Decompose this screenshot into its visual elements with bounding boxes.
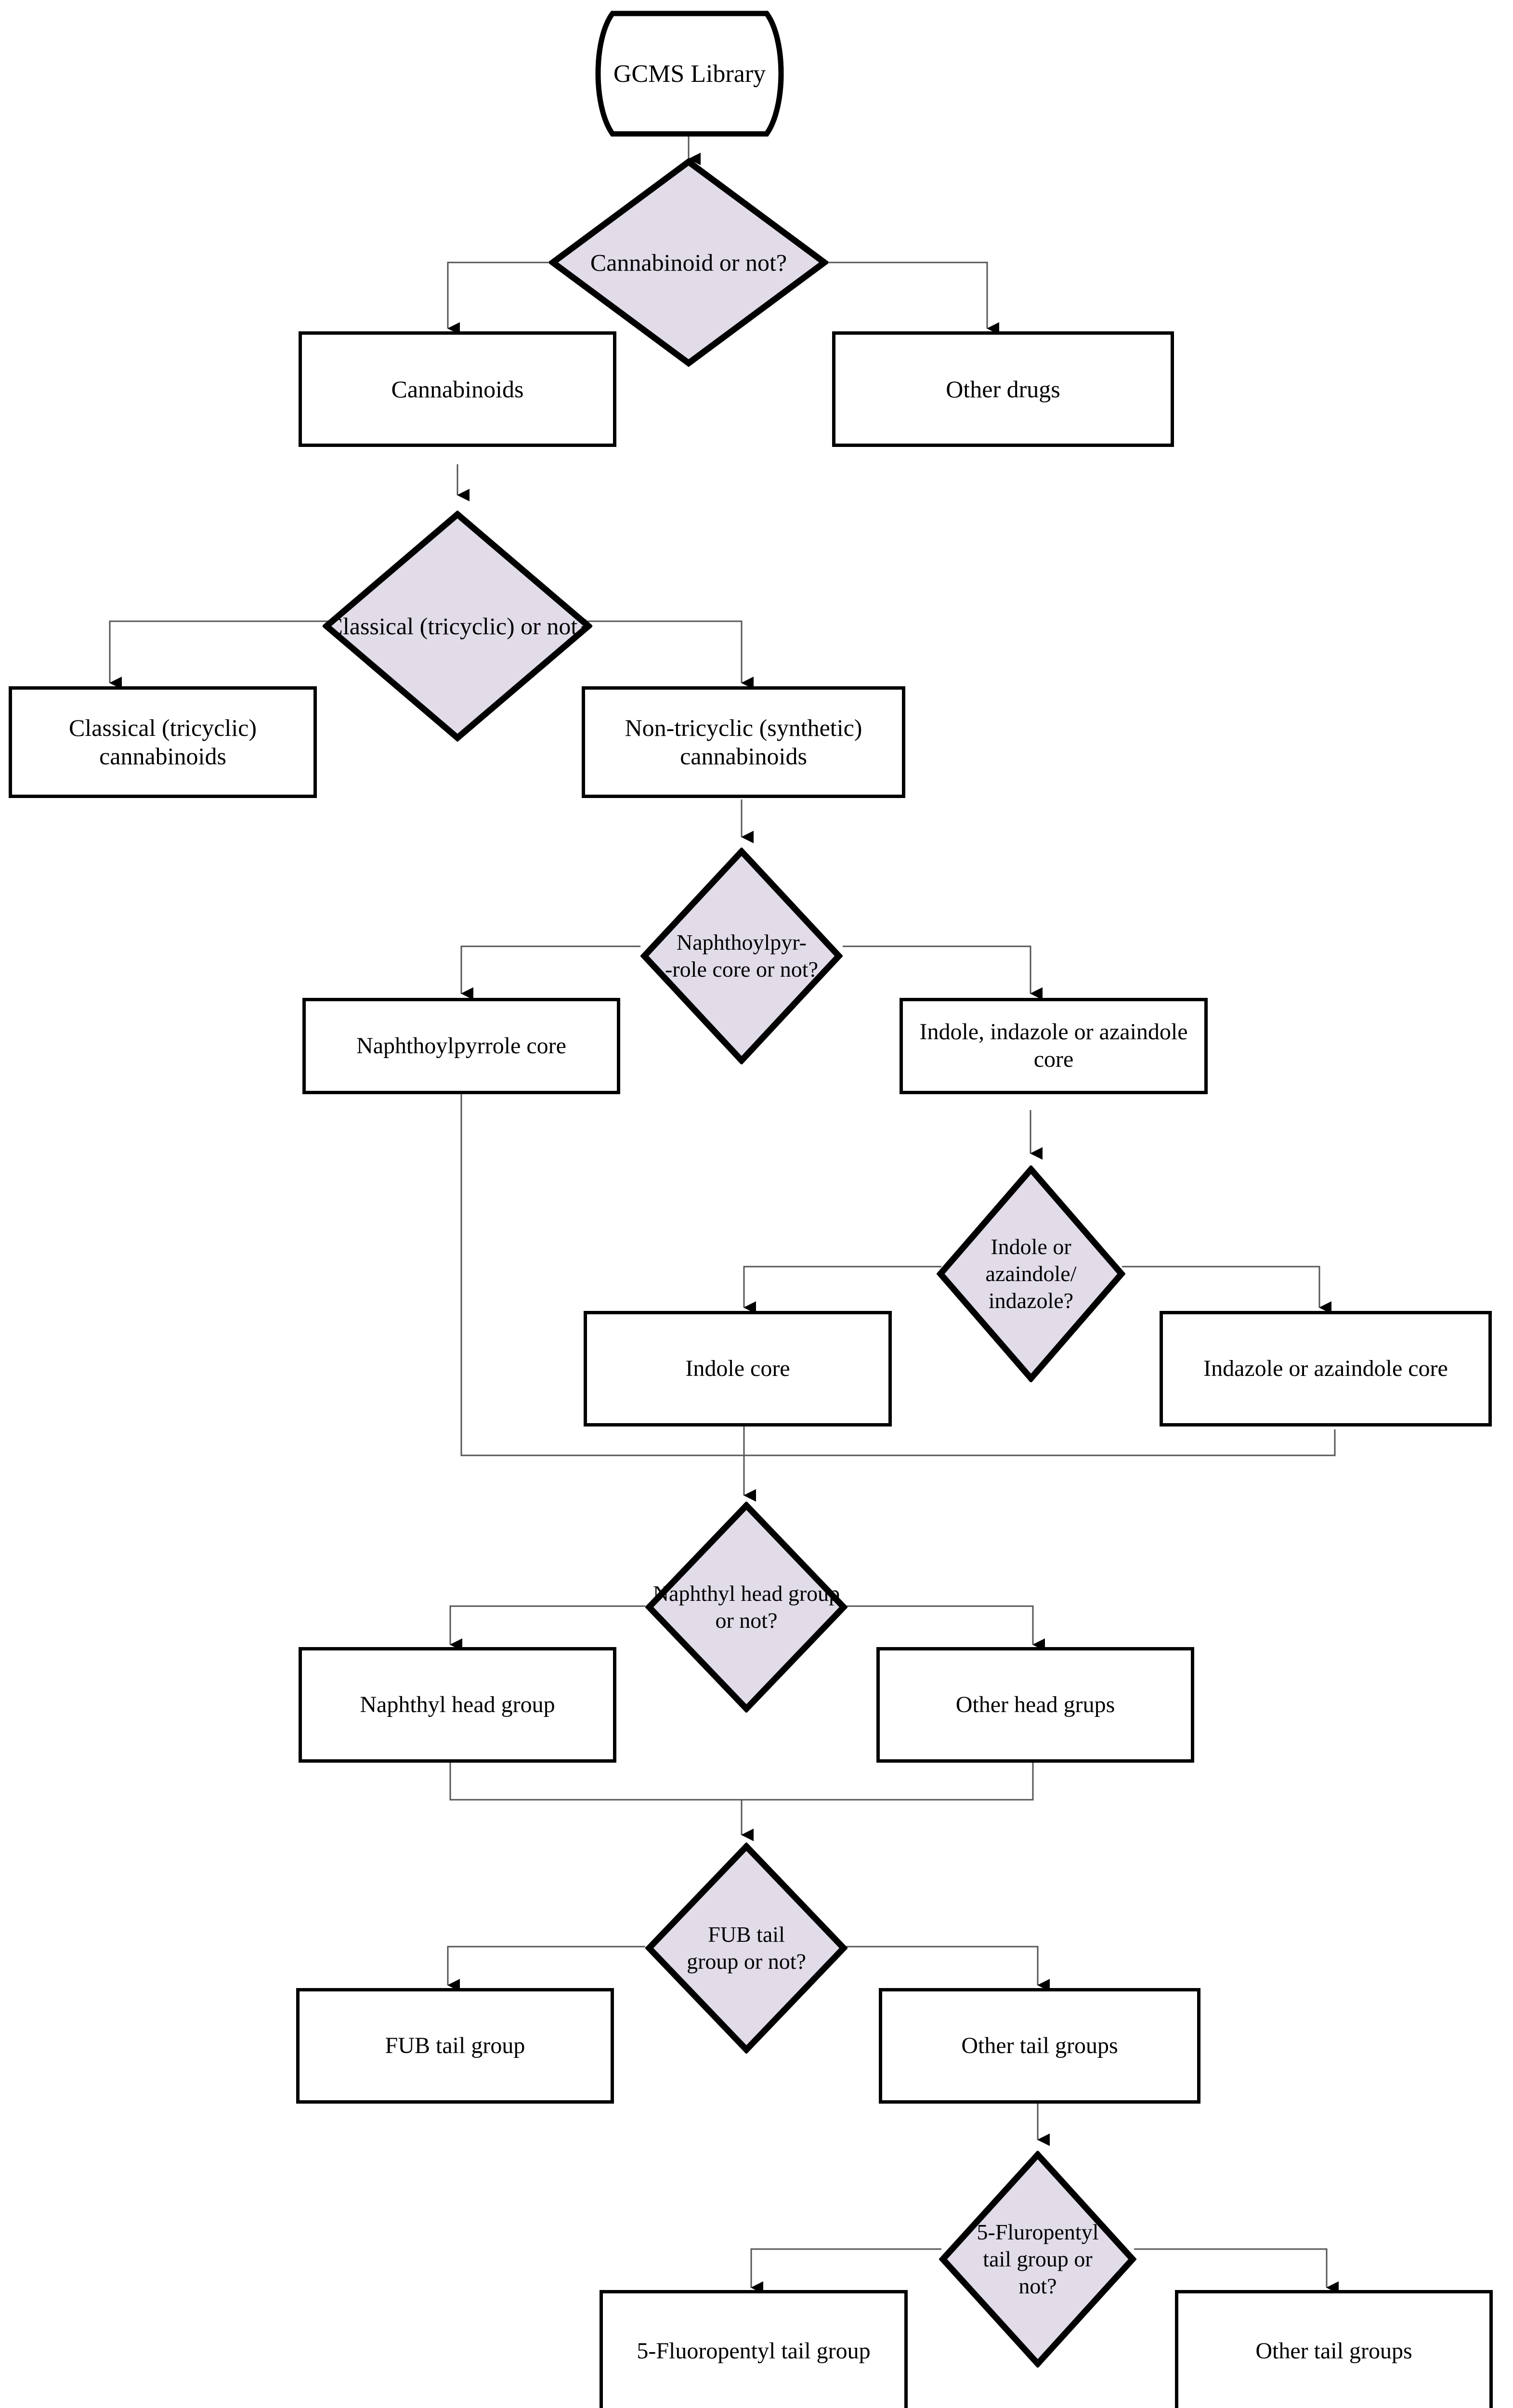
node-label: Naphthoylpyrrole core (356, 1033, 566, 1059)
edge-d5-naphthylhead (449, 1605, 645, 1651)
node-label: Cannabinoid or not? (590, 249, 787, 276)
node-label-line1: Naphthoylpyr- (677, 929, 807, 955)
node-label: FUB tail group or not? (645, 1921, 848, 1975)
node-decision-naphthoylpyrrole-core-or-not: Naphthoylpyr- -role core or not? (640, 848, 843, 1064)
node-label-line2: tail group or (983, 2246, 1093, 2271)
node-label: Indole, indazole or azaindole core (919, 1019, 1188, 1072)
diamond-shape (323, 510, 592, 742)
node-classical-tricyclic-cannabinoids: Classical (tricyclic) cannabinoids (9, 686, 317, 798)
node-label: Classical (tricyclic) cannabinoids (68, 714, 257, 770)
node-other-tail-groups-1: Other tail groups (879, 1988, 1200, 2104)
edge-d2-nontricyclic (559, 620, 754, 689)
diamond-shape (549, 158, 828, 367)
node-naphthyl-head-group: Naphthyl head group (299, 1647, 616, 1763)
edge-merge-bar-level4 (449, 1763, 1034, 1801)
node-label: Non-tricyclic (synthetic) cannabinoids (625, 714, 862, 770)
node-decision-indole-or-azaindole-indazole: Indole or azaindole/ indazole? (937, 1165, 1125, 1382)
node-label: Cannabinoids (391, 375, 524, 403)
diamond-shape (640, 848, 843, 1064)
node-label: Classical (tricyclic) or not? (326, 612, 588, 640)
node-label: Other head grups (955, 1691, 1115, 1717)
node-fub-tail-group: FUB tail group (296, 1988, 614, 2104)
node-label: Other drugs (946, 375, 1060, 403)
diamond-shape (645, 1502, 848, 1713)
node-label: 5-Fluoropentyl tail group (637, 2338, 871, 2364)
edge-d4-indolecore (743, 1266, 941, 1314)
node-other-drugs: Other drugs (832, 331, 1174, 447)
node-label-line1: 5-Fluropentyl (977, 2219, 1099, 2244)
node-decision-naphthyl-head-group-or-not: Naphthyl head group or not? (645, 1502, 848, 1713)
node-label-line1: Indole or (991, 1234, 1071, 1259)
node-5-fluoropentyl-tail-group: 5-Fluoropentyl tail group (600, 2290, 908, 2408)
edge-d6-othertail1 (845, 1946, 1050, 1991)
edge-d6-fubtail (447, 1946, 645, 1991)
node-label-line2: group or not? (687, 1949, 806, 1974)
edge-d4-indazolecore (1122, 1266, 1331, 1314)
node-decision-classical-tricyclic-or-not: Classical (tricyclic) or not? (323, 510, 592, 742)
edge-d7-othertail2 (1134, 2248, 1339, 2294)
node-label: FUB tail group (385, 2032, 525, 2058)
edge-d5-otherhead (845, 1605, 1045, 1651)
diamond-shape (939, 2151, 1136, 2368)
node-label: Naphthoylpyr- -role core or not? (640, 929, 843, 983)
node-other-head-groups: Other head grups (876, 1647, 1194, 1763)
node-label-line2: -role core or not? (665, 957, 818, 982)
node-other-tail-groups-2: Other tail groups (1175, 2290, 1493, 2408)
node-indole-core: Indole core (584, 1311, 892, 1426)
node-label-line3: indazole? (988, 1288, 1074, 1313)
node-label: Naphthyl head group (360, 1691, 555, 1717)
node-label: 5-Fluropentyl tail group or not? (939, 2219, 1136, 2300)
edge-d3-indoleindazole (843, 945, 1043, 1000)
edge-merge-bar-level3 (460, 1094, 1336, 1456)
node-decision-fub-tail-group-or-not: FUB tail group or not? (645, 1843, 848, 2054)
node-label: Other tail groups (1255, 2338, 1412, 2364)
node-label-line3: not? (1018, 2274, 1057, 2299)
node-decision-cannabinoid-or-not: Cannabinoid or not? (549, 158, 828, 367)
diamond-shape (645, 1843, 848, 2054)
node-label: Naphthyl head group or not? (652, 1581, 840, 1633)
node-label: Indazole or azaindole core (1203, 1355, 1448, 1381)
cylinder-shape (595, 11, 784, 137)
edge-d2-classical (109, 620, 356, 689)
node-indole-indazole-azaindole-core: Indole, indazole or azaindole core (900, 998, 1208, 1094)
edge-d1-otherdrugs (828, 262, 999, 335)
node-gcms-library: GCMS Library (584, 11, 796, 137)
node-cannabinoids: Cannabinoids (299, 331, 616, 447)
edge-d7-fluoropentyl (750, 2248, 941, 2294)
node-label-line2: azaindole/ (985, 1261, 1077, 1286)
node-decision-5-fluropentyl-tail-group-or-not: 5-Fluropentyl tail group or not? (939, 2151, 1136, 2368)
node-label: Indole core (685, 1355, 790, 1381)
edge-d3-naphpyrrole (460, 945, 640, 1000)
node-indazole-or-azaindole-core: Indazole or azaindole core (1160, 1311, 1492, 1426)
node-naphthoylpyrrole-core: Naphthoylpyrrole core (302, 998, 620, 1094)
node-label: Indole or azaindole/ indazole? (937, 1233, 1125, 1314)
node-label: Other tail groups (961, 2032, 1118, 2058)
diamond-shape (937, 1165, 1125, 1382)
edge-d1-cannabinoids (447, 262, 549, 335)
node-label-line1: FUB tail (708, 1922, 785, 1947)
node-non-tricyclic-synthetic-cannabinoids: Non-tricyclic (synthetic) cannabinoids (582, 686, 905, 798)
node-label: GCMS Library (613, 60, 766, 88)
